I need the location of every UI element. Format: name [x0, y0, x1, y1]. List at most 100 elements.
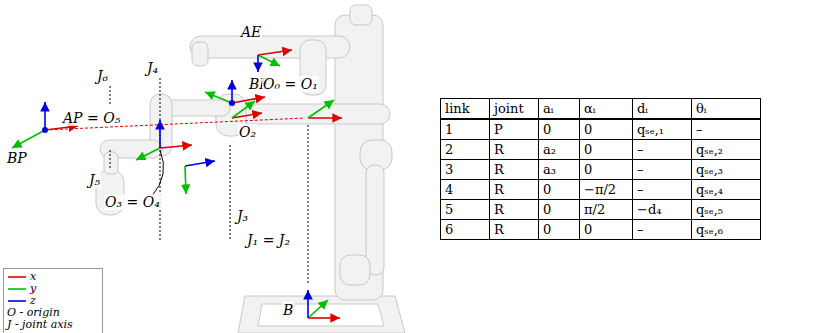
frame-label: BP: [6, 150, 28, 166]
table-cell: π/2: [580, 200, 633, 220]
table-cell-text: –: [696, 122, 703, 137]
table-cell: joint: [490, 99, 539, 120]
table-cell-text: −π/2: [584, 182, 616, 197]
table-header: θᵢ: [696, 101, 706, 116]
table-header: joint: [494, 101, 524, 116]
table-header: aᵢ: [543, 101, 553, 116]
legend-box: xyzO - originJ - joint axis: [3, 268, 103, 333]
table-cell-text: 0: [543, 182, 551, 197]
legend-text: O - origin: [7, 306, 60, 319]
table-cell: –: [633, 220, 692, 240]
table-cell-text: –: [637, 162, 644, 177]
legend-text: x: [30, 270, 36, 283]
table-cell: P: [490, 119, 539, 140]
table-cell: –: [692, 119, 761, 140]
legend-line-sample: [7, 285, 27, 293]
table-cell-text: R: [494, 182, 504, 197]
table-cell-text: qₛₑ,₂: [696, 142, 723, 157]
table-row: 5R0 π/2 −d₄ qₛₑ,₅: [441, 200, 761, 220]
table-row: 2 Ra₂ 0 – qₛₑ,₂: [441, 140, 761, 160]
table-cell: 0: [580, 119, 633, 140]
table-cell: 0: [580, 160, 633, 180]
legend-row: O - origin: [7, 307, 99, 319]
table-cell-text: 0: [584, 142, 592, 157]
table-row: 3 Ra₃ 0 – qₛₑ,₃: [441, 160, 761, 180]
table-cell: –: [633, 140, 692, 160]
table-cell-text: –: [637, 182, 644, 197]
table-cell: qₛₑ,₄: [692, 180, 761, 200]
table-cell: dᵢ: [633, 99, 692, 120]
table-cell-text: −d₄: [637, 202, 661, 217]
table-cell: qₛₑ,₅: [692, 200, 761, 220]
table-cell-text: 0: [543, 222, 551, 237]
table-cell: 5: [441, 200, 490, 220]
table-cell: qₛₑ,₂: [692, 140, 761, 160]
table-row: 1 P 00 qₛₑ,₁ –: [441, 119, 761, 140]
table-cell-text: 0: [584, 162, 592, 177]
table-cell: link: [441, 99, 490, 120]
table-cell: 6: [441, 220, 490, 240]
frame-label: J₁ = J₂: [246, 232, 291, 248]
table-cell: −π/2: [580, 180, 633, 200]
table-cell: a₃: [539, 160, 580, 180]
table-cell-text: –: [637, 222, 644, 237]
table-cell-text: qₛₑ,₁: [637, 122, 664, 137]
table-cell-text: 0: [584, 122, 592, 137]
legend-line-sample: [7, 297, 27, 305]
table-cell: qₛₑ,₃: [692, 160, 761, 180]
frame-label: AP = O₅: [62, 110, 121, 126]
table-cell-text: 0: [584, 222, 592, 237]
table-header: link: [445, 101, 470, 116]
frame-label: O₃ = O₄: [104, 194, 161, 210]
legend-row: z: [7, 295, 99, 307]
frame-label: J₄: [146, 60, 159, 76]
table-cell: R: [490, 140, 539, 160]
table-row: 4 R 0 −π/2 – qₛₑ,₄: [441, 180, 761, 200]
frame-label: B: [282, 302, 294, 318]
table-cell-text: 3: [445, 162, 453, 177]
table-cell: 2: [441, 140, 490, 160]
table-cell: R: [490, 160, 539, 180]
table-cell-text: R: [494, 142, 504, 157]
legend-text: J - joint axis: [7, 318, 73, 331]
table-cell-text: 1: [445, 122, 453, 137]
table-cell: a₂: [539, 140, 580, 160]
legend-row: x: [7, 271, 99, 283]
legend-text: y: [30, 282, 36, 295]
dh-table: linkjointaᵢαᵢdᵢθᵢ1P00qₛₑ,₁–2Ra₂0–qₛₑ,₂3R…: [440, 98, 761, 240]
table-cell: qₛₑ,₆: [692, 220, 761, 240]
table-cell-text: 6: [445, 222, 453, 237]
table-header: αᵢ: [584, 101, 595, 116]
table-cell: R: [490, 200, 539, 220]
table-row: link joint aᵢ αᵢ dᵢ θᵢ: [441, 99, 761, 120]
table-cell-text: 0: [543, 202, 551, 217]
frame-label: J₅: [88, 172, 101, 188]
frame-label: J₆: [96, 68, 109, 84]
table-cell: R: [490, 220, 539, 240]
frame-label: J₃: [236, 208, 249, 224]
legend-text: z: [30, 294, 36, 307]
table-cell-text: a₃: [543, 162, 556, 177]
frame-label: AE: [240, 24, 262, 40]
table-cell-text: qₛₑ,₃: [696, 162, 723, 177]
table-cell: R: [490, 180, 539, 200]
table-cell-text: 2: [445, 142, 453, 157]
table-cell-text: –: [637, 142, 644, 157]
table-cell: –: [633, 180, 692, 200]
frame-label: O₀ = O₁: [262, 76, 319, 92]
table-cell-text: 4: [445, 182, 453, 197]
table-cell-text: π/2: [584, 202, 605, 217]
frame-label: O₂: [238, 124, 257, 140]
table-cell-text: P: [494, 122, 503, 137]
table-cell: αᵢ: [580, 99, 633, 120]
table-cell: 0: [539, 180, 580, 200]
legend-row: J - joint axis: [7, 319, 99, 331]
table-cell-text: R: [494, 222, 504, 237]
table-cell: 0: [580, 220, 633, 240]
table-cell-text: qₛₑ,₅: [696, 202, 723, 217]
table-cell-text: qₛₑ,₄: [696, 182, 723, 197]
table-cell: 3: [441, 160, 490, 180]
table-cell: 0: [539, 119, 580, 140]
table-header: dᵢ: [637, 101, 648, 116]
